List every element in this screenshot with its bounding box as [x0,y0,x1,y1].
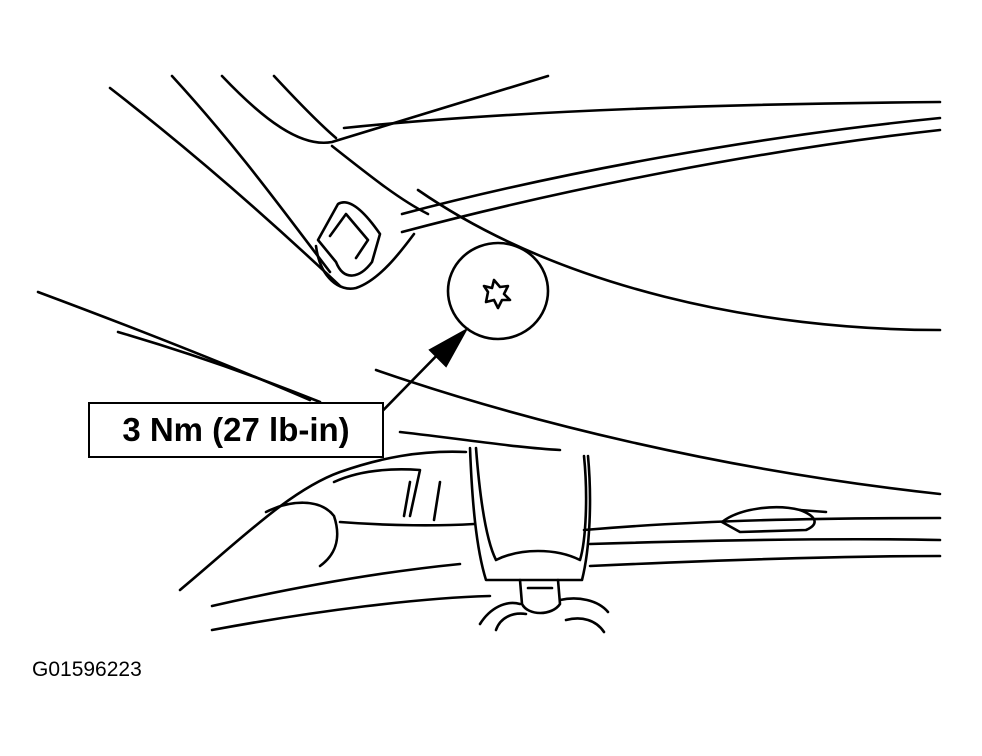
torque-callout-box: 3 Nm (27 lb-in) [88,402,384,458]
figure-id-label: G01596223 [32,658,142,681]
visor-lower-line [338,520,476,527]
callout-arrowhead [428,327,469,368]
lower-trim-line-4 [588,554,942,568]
pillar-trim-top [220,74,550,145]
left-lower-sweep-1 [36,290,312,402]
mechanism-detail-3 [558,597,610,614]
torque-spec-label: 3 Nm (27 lb-in) [122,411,350,448]
lower-trim-line-2 [582,516,942,532]
visor-hinge [264,501,339,568]
left-lower-sweep-2 [116,330,322,404]
visor-bottom-edge [210,562,462,608]
panel-edge-left-inner [170,74,332,274]
panel-edge-left-outer [108,86,342,288]
lower-trim-line-3 [210,594,492,632]
headliner-edge-curve [374,368,942,496]
mechanism-detail-4 [564,617,606,634]
handle-bracket [518,578,562,615]
right-clip-detail [798,508,828,514]
panel-lower-edge [398,430,562,452]
panel-sweep-curve [416,188,942,332]
retaining-clip-detail [328,212,370,260]
visor-top-edge [178,450,468,592]
mechanism-detail-2 [494,612,528,632]
mechanism-detail-1 [478,601,522,626]
torx-recess-icon [482,278,512,310]
upper-body-line-3 [400,128,942,234]
upper-body-line-1 [342,100,942,130]
grab-handle-outline [468,446,592,582]
pillar-trim-edge [272,74,338,140]
clip-boss [314,232,416,290]
upper-body-line-2 [400,116,942,216]
visor-inner [402,480,442,522]
lower-trim-line-1 [588,537,942,546]
screw-head [446,241,550,341]
grab-handle-inner [474,446,588,562]
retaining-clip-body [316,201,382,277]
visor-fold [332,468,422,518]
